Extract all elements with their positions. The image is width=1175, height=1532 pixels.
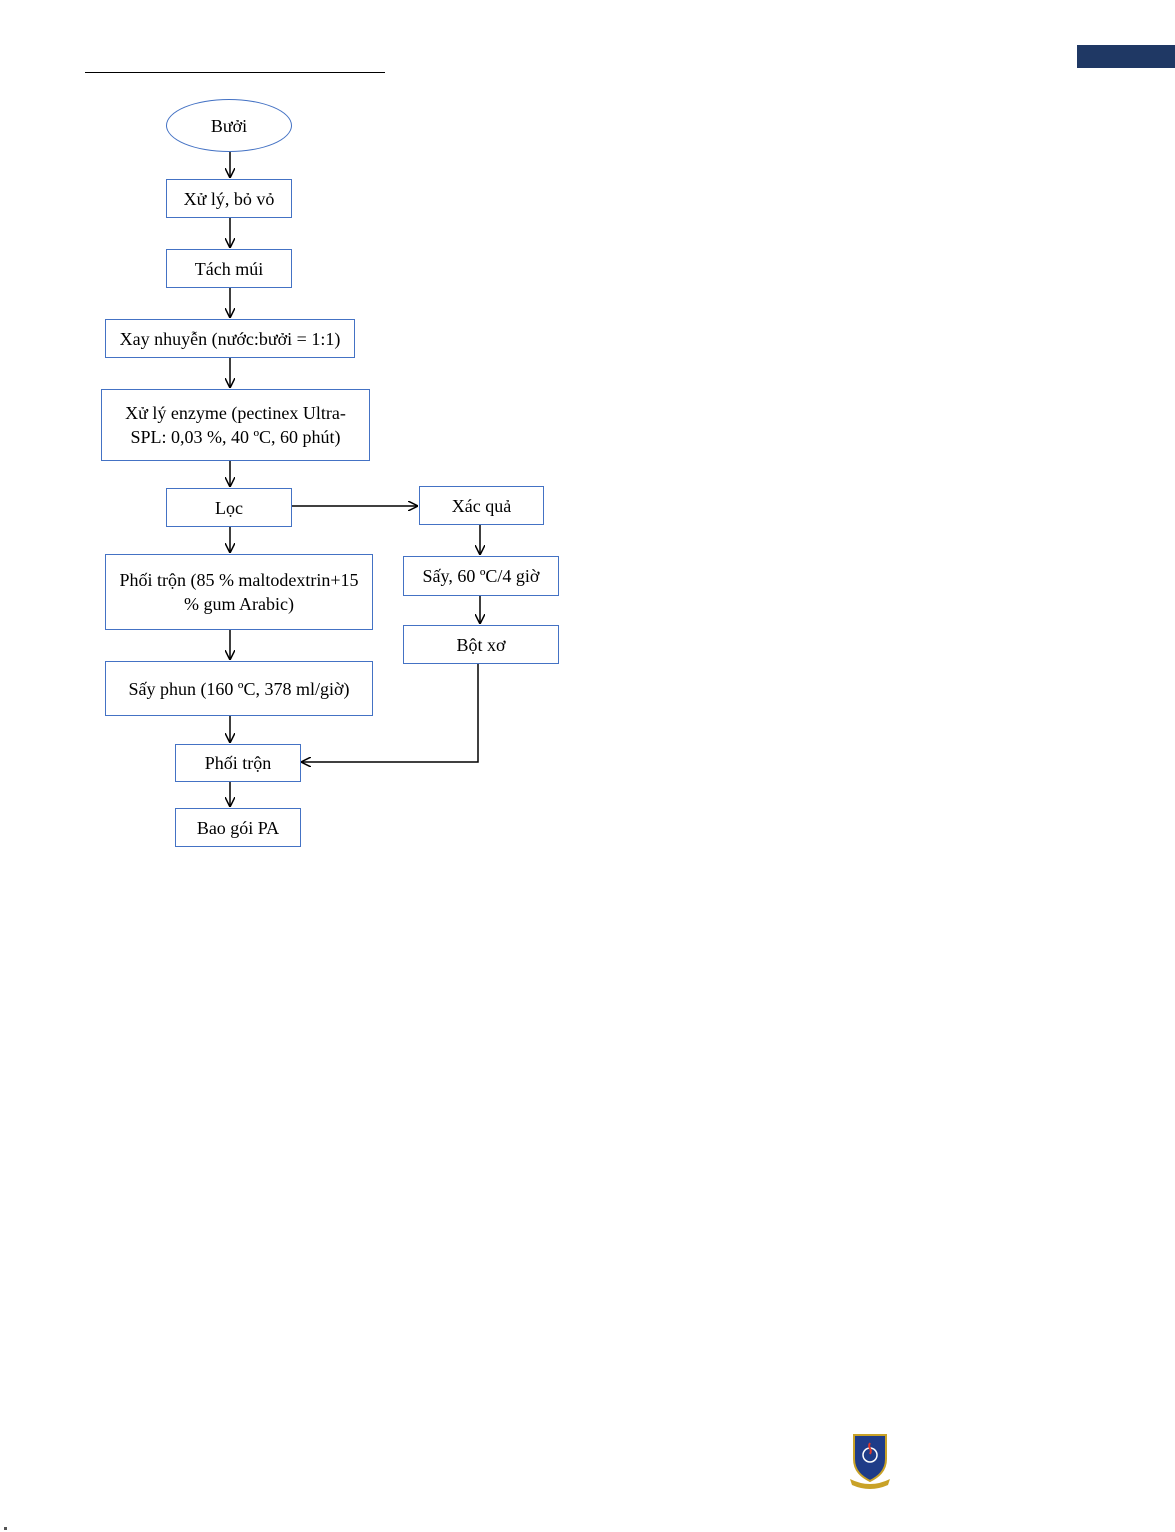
flow-node-blend: Xay nhuyễn (nước:bưởi = 1:1) [105, 319, 355, 358]
flow-node-package: Bao gói PA [175, 808, 301, 847]
flow-node-peel: Xử lý, bỏ vỏ [166, 179, 292, 218]
flow-node-enzyme: Xử lý enzyme (pectinex Ultra-SPL: 0,03 %… [101, 389, 370, 461]
flow-node-fiber: Bột xơ [403, 625, 559, 664]
flow-node-mix: Phối trộn (85 % maltodextrin+15 % gum Ar… [105, 554, 373, 630]
flow-node-start: Bưởi [166, 99, 292, 152]
flow-node-remix: Phối trộn [175, 744, 301, 782]
flow-node-dry: Sấy, 60 ºC/4 giờ [403, 556, 559, 596]
flow-node-segment: Tách múi [166, 249, 292, 288]
flow-node-filter: Lọc [166, 488, 292, 527]
flow-node-pomace: Xác quả [419, 486, 544, 525]
page-mark [4, 1527, 7, 1530]
university-shield-logo-icon [848, 1433, 892, 1489]
flow-node-spraydry: Sấy phun (160 ºC, 378 ml/giờ) [105, 661, 373, 716]
